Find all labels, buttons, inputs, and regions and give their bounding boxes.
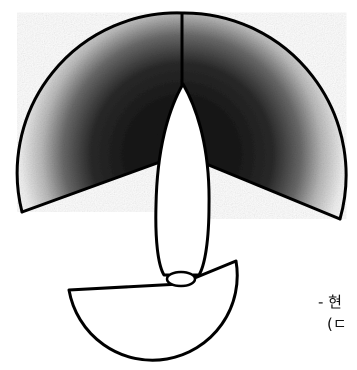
stern-light	[167, 272, 195, 286]
stern-sector	[69, 261, 237, 360]
caption-line-1: - 현	[318, 293, 342, 311]
caption-line-2: (ㄷ	[327, 315, 347, 333]
